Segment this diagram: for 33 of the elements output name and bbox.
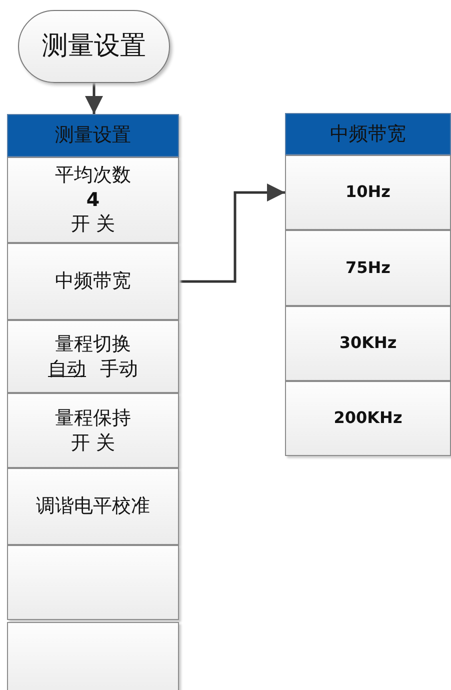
value-text: 30KHz bbox=[339, 333, 397, 354]
empty-menu-cell bbox=[7, 545, 179, 620]
menu-cell bbox=[7, 243, 179, 320]
menu-cell bbox=[285, 155, 451, 230]
menu-text: 开 关 bbox=[70, 212, 116, 238]
menu-text: 调谐电平校准 bbox=[36, 494, 150, 519]
header-text: 中频带宽 bbox=[330, 122, 406, 146]
value-text: 10Hz bbox=[346, 182, 390, 203]
value-text: 75Hz bbox=[346, 258, 390, 278]
menu-cell bbox=[7, 468, 179, 545]
menu-cell bbox=[7, 157, 179, 243]
menu-text: 量程切换 bbox=[55, 332, 131, 356]
menu-text: 量程保持 bbox=[55, 406, 131, 430]
menu-header bbox=[285, 113, 451, 155]
menu-text: 自动 bbox=[48, 356, 86, 382]
menu-header bbox=[7, 114, 179, 157]
menu-cell bbox=[285, 381, 451, 456]
menu-text: 中频带宽 bbox=[55, 269, 131, 294]
empty-menu-cell bbox=[7, 622, 179, 690]
menu-text: 平均次数 bbox=[55, 162, 131, 188]
menu-text: 开 关 bbox=[70, 430, 116, 456]
menu-text: 手动 bbox=[100, 356, 138, 382]
arrow bbox=[179, 184, 285, 283]
arrow bbox=[85, 83, 103, 114]
menu-cell bbox=[7, 393, 179, 468]
start-terminal bbox=[18, 10, 170, 83]
menu-text: 4 bbox=[86, 188, 100, 212]
menu-cell bbox=[285, 306, 451, 381]
menu-text: 测量设置 bbox=[42, 30, 146, 63]
header-text: 测量设置 bbox=[55, 123, 131, 148]
value-text: 200KHz bbox=[334, 408, 402, 429]
menu-cell bbox=[7, 320, 179, 393]
menu-cell bbox=[285, 230, 451, 306]
